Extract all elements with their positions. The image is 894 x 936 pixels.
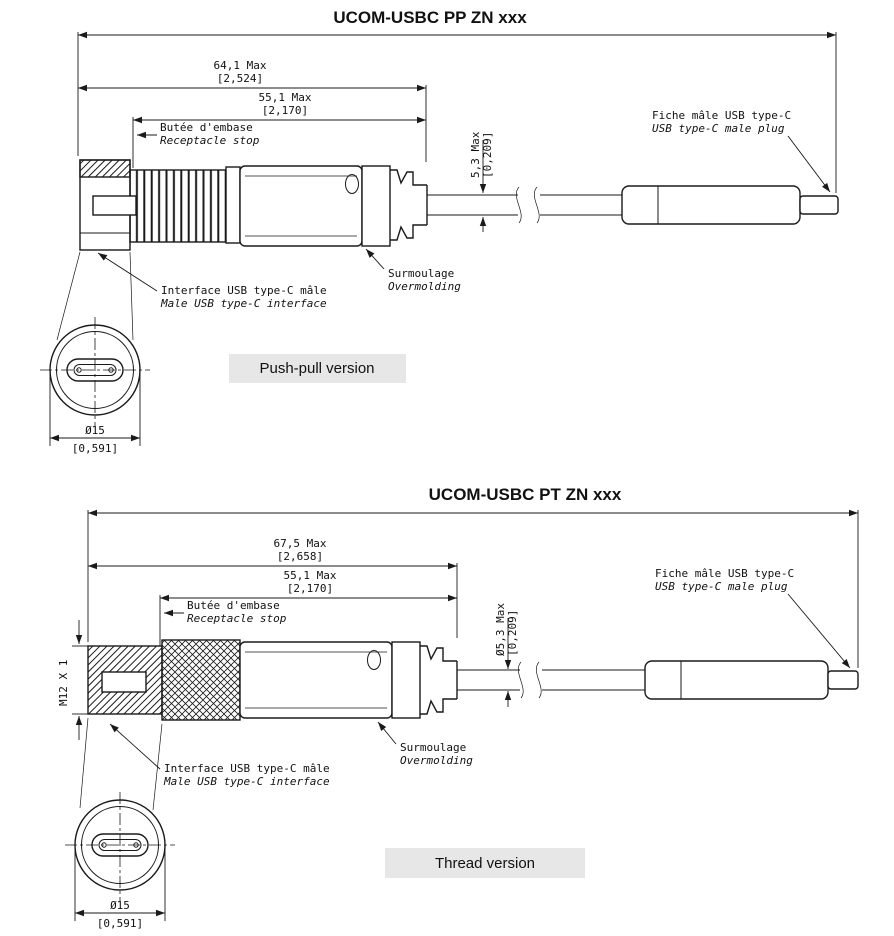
version-badge-label: Thread version [435, 855, 535, 872]
label-usb-interface-en: Male USB type-C interface [160, 297, 327, 310]
version-badge-label: Push-pull version [259, 360, 374, 377]
overmold-body [239, 165, 363, 247]
overmold-dimple [345, 174, 359, 194]
label-usb-plug-en: USB type-C male plug [655, 580, 788, 593]
version-badge-thread: Thread version [385, 848, 585, 878]
strain-relief-groove-bottom [390, 224, 427, 241]
title-thread: UCOM-USBC PT ZN xxx [429, 485, 622, 504]
dim-front-dia-mm: Ø15 [110, 899, 130, 912]
usb-plug-tip [827, 670, 859, 690]
dim-body-in: [2,170] [262, 104, 308, 117]
strain-relief-groove-top [390, 169, 427, 186]
overmold-rear [361, 165, 391, 247]
dim-cable-dia-group: Ø5,3 Max [0,209] [494, 603, 519, 656]
dim-front-dia-in: [0,591] [97, 917, 143, 930]
label-overmolding-fr: Surmoulage [388, 267, 454, 280]
section-thread: UCOM-USBC PT ZN xxx [57, 485, 859, 930]
leader-usb-plug [787, 593, 851, 669]
usbc-tongue [98, 839, 142, 851]
key-slot [101, 671, 147, 693]
usbc-contact-dot [108, 367, 114, 373]
label-usb-plug-fr: Fiche mâle USB type-C [652, 109, 791, 122]
leader-usb-interface [109, 723, 161, 770]
version-badge-bg [229, 354, 406, 383]
section-push-pull: UCOM-USBC PP ZN xxx [40, 8, 839, 455]
cable-break-mark [535, 661, 542, 699]
label-overmolding-fr: Surmoulage [400, 741, 466, 754]
cable-break-mark [533, 186, 540, 224]
label-receptacle-stop-fr: Butée d'embase [160, 121, 253, 134]
knurled-coupling-nut [161, 639, 241, 721]
dim-overall-in: [2,658] [277, 550, 323, 563]
title-push-pull: UCOM-USBC PP ZN xxx [333, 8, 527, 27]
label-receptacle-stop-en: Receptacle stop [187, 612, 287, 625]
dim-body-in: [2,170] [287, 582, 333, 595]
dimensions-thread: 67,5 Max [2,658] 55,1 Max [2,170] Butée … [57, 509, 859, 930]
projection-line-left [79, 717, 89, 809]
cable-break-mark [517, 661, 524, 699]
leader-usb-interface [97, 252, 158, 292]
label-receptacle-stop-en: Receptacle stop [160, 134, 260, 147]
front-view-thread [65, 792, 175, 902]
projection-line-left [56, 251, 81, 341]
dim-overall-mm: 64,1 Max [214, 59, 267, 72]
dim-front-dia-in: [0,591] [72, 442, 118, 455]
overmold-dimple [367, 650, 381, 670]
label-usb-plug-fr: Fiche mâle USB type-C [655, 567, 794, 580]
dim-thread-group: M12 X 1 [57, 660, 70, 706]
dim-body-mm: 55,1 Max [259, 91, 312, 104]
bellows-section [129, 169, 227, 243]
dim-cable-dia-mm: 5,3 Max [469, 131, 482, 178]
dimensions-push-pull: 64,1 Max [2,524] 55,1 Max [2,170] Butée … [49, 31, 837, 455]
cable [427, 186, 622, 224]
dim-cable-dia-mm: Ø5,3 Max [494, 603, 507, 656]
leader-overmolding [377, 721, 397, 745]
dim-body-mm: 55,1 Max [284, 569, 337, 582]
dim-cable-dia-group: 5,3 Max [0,209] [469, 131, 494, 178]
usbc-port-outline [66, 358, 124, 382]
projection-line-right [129, 251, 134, 341]
label-overmolding-en: Overmolding [400, 754, 473, 767]
leader-overmolding [365, 248, 385, 270]
label-usb-interface-fr: Interface USB type-C mâle [161, 284, 327, 297]
leader-usb-plug [787, 135, 831, 193]
label-usb-plug-en: USB type-C male plug [652, 122, 785, 135]
usb-plug-body [621, 185, 801, 225]
version-badge-bg [385, 848, 585, 878]
usbc-port-outline [91, 833, 149, 857]
receptacle-hatch [79, 159, 131, 178]
dim-overall-in: [2,524] [217, 72, 263, 85]
dim-cable-dia-in: [0,209] [506, 610, 519, 656]
dim-front-dia-mm: Ø15 [85, 424, 105, 437]
collar-ring [225, 166, 241, 244]
dim-overall-mm: 67,5 Max [274, 537, 327, 550]
side-view-thread [79, 639, 859, 811]
cable [457, 661, 645, 699]
label-receptacle-stop-fr: Butée d'embase [187, 599, 280, 612]
usbc-contact-dot [101, 842, 107, 848]
usb-plug-tip [799, 195, 839, 215]
usbc-contact-dot [76, 367, 82, 373]
dim-cable-dia-in: [0,209] [481, 132, 494, 178]
usbc-tongue [73, 364, 117, 376]
dim-thread-size: M12 X 1 [57, 660, 70, 706]
usbc-contact-dot [133, 842, 139, 848]
overmold-rear [391, 641, 421, 719]
strain-relief-groove-top [420, 645, 457, 662]
strain-relief-groove-bottom [420, 698, 457, 715]
version-badge-push-pull: Push-pull version [229, 354, 406, 383]
cable-break-mark [515, 186, 522, 224]
front-view-push-pull [40, 317, 150, 427]
label-usb-interface-fr: Interface USB type-C mâle [164, 762, 330, 775]
label-usb-interface-en: Male USB type-C interface [163, 775, 330, 788]
latch-button [92, 195, 137, 216]
usb-plug-body [644, 660, 829, 700]
side-view-push-pull [56, 159, 839, 341]
label-overmolding-en: Overmolding [388, 280, 461, 293]
